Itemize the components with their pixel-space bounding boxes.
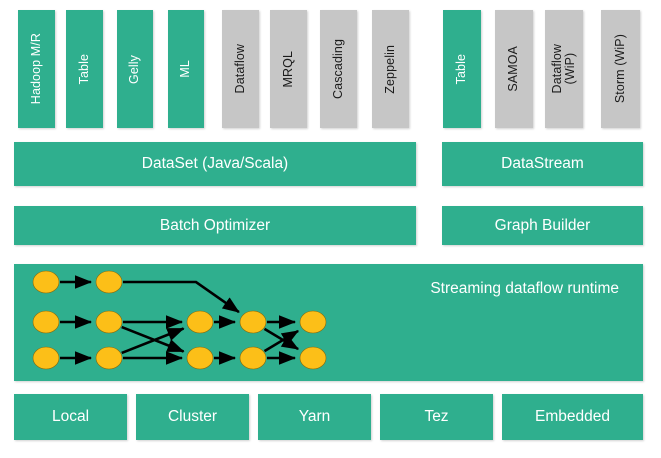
batch-library-column-6[interactable]: Cascading — [320, 10, 357, 128]
dataflow-node — [299, 346, 327, 370]
batch-library-column-label: Cascading — [330, 39, 345, 99]
batch-library-column-3[interactable]: ML — [168, 10, 204, 128]
optimizer-box-0[interactable]: Batch Optimizer — [14, 206, 416, 245]
batch-library-column-label: Table — [76, 53, 91, 85]
stream-library-column-3[interactable]: Storm (WiP) — [601, 10, 640, 128]
batch-library-column-0[interactable]: Hadoop M/R — [18, 10, 55, 128]
streaming-dataflow-runtime-block: Streaming dataflow runtime — [14, 264, 643, 381]
dataflow-edges — [60, 275, 299, 365]
stream-library-column-1[interactable]: SAMOA — [495, 10, 533, 128]
runtime-label: Streaming dataflow runtime — [430, 280, 619, 297]
batch-library-column-5[interactable]: MRQL — [270, 10, 307, 128]
batch-library-column-2[interactable]: Gelly — [117, 10, 153, 128]
dataflow-node — [239, 310, 267, 334]
deployment-box-3[interactable]: Tez — [380, 394, 493, 440]
deployment-box-2[interactable]: Yarn — [258, 394, 371, 440]
dataflow-node — [95, 346, 123, 370]
deployment-box-4[interactable]: Embedded — [502, 394, 643, 440]
api-box-0[interactable]: DataSet (Java/Scala) — [14, 142, 416, 186]
batch-library-column-4[interactable]: Dataflow — [222, 10, 259, 128]
dataflow-node — [299, 310, 327, 334]
dataflow-edge — [263, 329, 299, 353]
dataflow-nodes — [32, 270, 327, 370]
dataflow-node — [186, 346, 214, 370]
dataflow-graph — [32, 270, 327, 370]
stream-library-column-label: Storm (WiP) — [612, 34, 627, 104]
deployment-box-1[interactable]: Cluster — [136, 394, 249, 440]
batch-library-column-label: MRQL — [280, 50, 295, 88]
batch-library-column-label: ML — [178, 60, 193, 78]
batch-library-column-label: Hadoop M/R — [28, 33, 43, 105]
stream-library-column-label: Dataflow (WiP) — [549, 44, 577, 94]
deployment-box-0[interactable]: Local — [14, 394, 127, 440]
api-box-1[interactable]: DataStream — [442, 142, 643, 186]
dataflow-node — [32, 270, 60, 294]
stream-library-column-0[interactable]: Table — [443, 10, 481, 128]
dataflow-node — [95, 310, 123, 334]
dataflow-node — [32, 346, 60, 370]
dataflow-edge — [121, 325, 185, 353]
dataflow-node — [95, 270, 123, 294]
stream-library-column-label: Table — [454, 53, 469, 85]
dataflow-node — [239, 346, 267, 370]
batch-library-column-7[interactable]: Zeppelin — [372, 10, 409, 128]
optimizer-box-1[interactable]: Graph Builder — [442, 206, 643, 245]
dataflow-node — [32, 310, 60, 334]
dataflow-node — [186, 310, 214, 334]
batch-library-column-label: Dataflow — [232, 44, 247, 94]
stream-library-column-label: SAMOA — [506, 46, 521, 92]
dataflow-edge-elbow — [123, 280, 240, 314]
dataflow-edge — [121, 327, 185, 355]
dataflow-edge — [263, 327, 299, 351]
stream-library-column-2[interactable]: Dataflow (WiP) — [545, 10, 583, 128]
batch-library-column-label: Zeppelin — [382, 44, 397, 94]
batch-library-column-1[interactable]: Table — [66, 10, 103, 128]
batch-library-column-label: Gelly — [127, 54, 142, 84]
